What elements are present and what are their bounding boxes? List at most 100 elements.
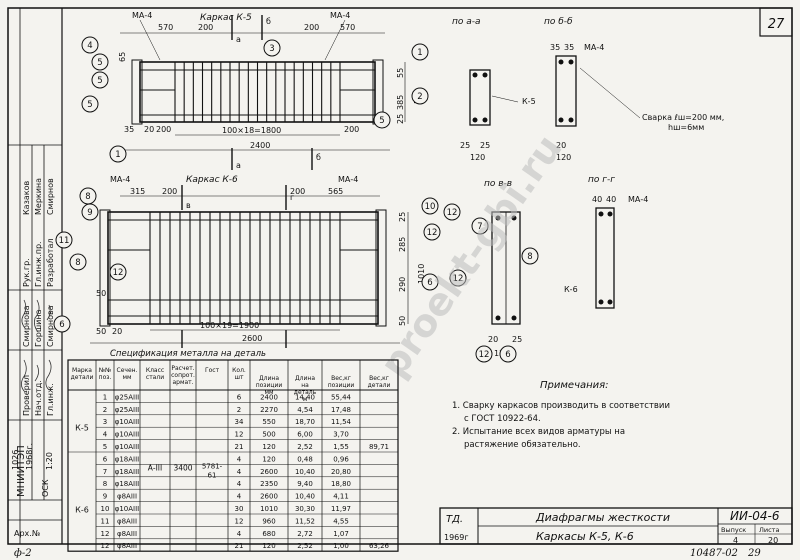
section-mark-a: a	[236, 35, 241, 44]
spec-cell: 6,00	[297, 431, 313, 439]
spec-cell: 4	[237, 530, 242, 538]
spec-cell: 12	[101, 542, 110, 550]
side-stamp: Казаков Меркина Смирнов Рук.гр. Гл.инж.п…	[8, 8, 62, 544]
spec-cell: 21	[235, 542, 244, 550]
spec-cell: 11,52	[295, 517, 315, 525]
spec-cell: φ10АIII	[115, 505, 140, 513]
callout-label: 8	[75, 258, 80, 268]
callout-circle	[53, 315, 71, 333]
spec-mark: К-5	[75, 423, 89, 432]
year: 1969г	[444, 533, 469, 542]
spec-cell: φ10АIII	[115, 418, 140, 426]
callout-circle	[443, 203, 461, 221]
dim-35: 35	[124, 125, 134, 134]
callout-circle	[69, 253, 87, 271]
dim-total-k6: 2600	[242, 334, 262, 343]
spec-header: Расчет.сопрот.армат.	[171, 365, 195, 386]
spec-cell: 120	[262, 542, 275, 550]
dim-565: 565	[328, 187, 343, 196]
spec-cell: 6	[237, 393, 242, 401]
form-mark: ф-2	[14, 548, 32, 559]
stamp-name: Горшина	[34, 309, 43, 347]
section-mark-g: г	[290, 193, 294, 202]
spec-title: Спецификация металла на деталь	[110, 349, 266, 359]
notes-title: Примечания:	[540, 380, 609, 391]
spec-cell: φ10АIII	[115, 431, 140, 439]
section-mark-a: a	[236, 161, 241, 170]
mesh-label-ma4: МА-4	[628, 195, 648, 204]
dim-200: 200	[344, 125, 359, 134]
dim-total-k5: 2400	[250, 141, 270, 150]
mesh-label-ma4: МА-4	[110, 175, 130, 184]
callout-label: 1	[417, 48, 422, 58]
dim-570-right: 570	[340, 23, 355, 32]
spec-cell: 1,55	[333, 443, 349, 451]
callout-circle	[373, 111, 391, 129]
dim-120: 120	[556, 153, 571, 162]
spec-cell: 5	[103, 443, 107, 451]
callout-circle	[471, 217, 489, 235]
callout-label: 9	[87, 208, 92, 218]
mesh-label-ma4: МА-4	[330, 11, 350, 20]
dim-25: 25	[512, 335, 522, 344]
mesh-label-ma4: МА-4	[584, 43, 604, 52]
stamp-name: Казаков	[22, 181, 31, 215]
spec-cell: 7	[103, 468, 107, 476]
dim-200: 200	[156, 125, 171, 134]
spec-cell: 1,00	[333, 542, 349, 550]
weld-note-2: hш=6мм	[668, 123, 704, 132]
callout-circle	[263, 39, 281, 57]
spec-cell: 4	[237, 480, 242, 488]
callout-label: 11	[59, 236, 70, 246]
callout-label: 8	[85, 192, 90, 202]
callout-circle	[423, 223, 441, 241]
spec-cell: 55,44	[331, 393, 352, 401]
spec-cell: 4,55	[333, 517, 349, 525]
dim-span-k5: 100×18=1800	[222, 126, 281, 135]
mesh-label-ma4: МА-4	[132, 11, 152, 20]
stamp-role: Проверил	[22, 375, 31, 416]
note-line: 1. Сварку каркасов производить в соответ…	[452, 401, 670, 411]
spec-cell: 14,40	[295, 393, 315, 401]
dim-35: 35	[550, 43, 560, 52]
callout-label: 4	[87, 41, 92, 51]
callout-label: 5	[97, 58, 102, 68]
org-name: МНИИТЭП	[16, 445, 27, 497]
spec-mark: К-6	[75, 505, 89, 514]
spec-cell: 1010	[260, 505, 278, 513]
stamp-role: Рук.гр.	[22, 258, 31, 287]
section-title-vv: по в-в	[484, 179, 512, 189]
dim-40: 40	[606, 195, 616, 204]
spec-cell: 4	[103, 431, 108, 439]
spec-gost: 5781-61	[202, 463, 223, 480]
callout-circle	[421, 273, 439, 291]
spec-cell: 12	[235, 517, 244, 525]
spec-cell: 63,26	[369, 542, 390, 550]
spec-cell: 21	[235, 443, 244, 451]
weld-note: Сварка ℓш=200 мм,	[642, 113, 724, 122]
spec-cell: 4,11	[333, 493, 349, 501]
section-mark-b: б	[266, 17, 271, 26]
spec-class: А-III	[148, 464, 162, 473]
spec-cell: 89,71	[369, 443, 389, 451]
callout-circle	[475, 345, 493, 363]
dim-65: 65	[118, 52, 127, 62]
spec-cell: 2	[237, 406, 241, 414]
stamp-role: Нач.отд.	[34, 380, 43, 416]
dim-50: 50	[96, 327, 106, 336]
spec-cell: 12	[101, 530, 110, 538]
sheet-count: 20	[768, 536, 778, 545]
issue-number: 4	[733, 536, 738, 545]
sheet-title-2: Каркасы К-5, К-6	[536, 530, 634, 543]
note-line: с ГОСТ 10922-64.	[464, 414, 541, 424]
spec-cell: 2,52	[297, 542, 313, 550]
spec-cell: 34	[235, 418, 244, 426]
callout-circle	[81, 36, 99, 54]
dim-40: 40	[592, 195, 602, 204]
spec-cell: 4,54	[297, 406, 313, 414]
